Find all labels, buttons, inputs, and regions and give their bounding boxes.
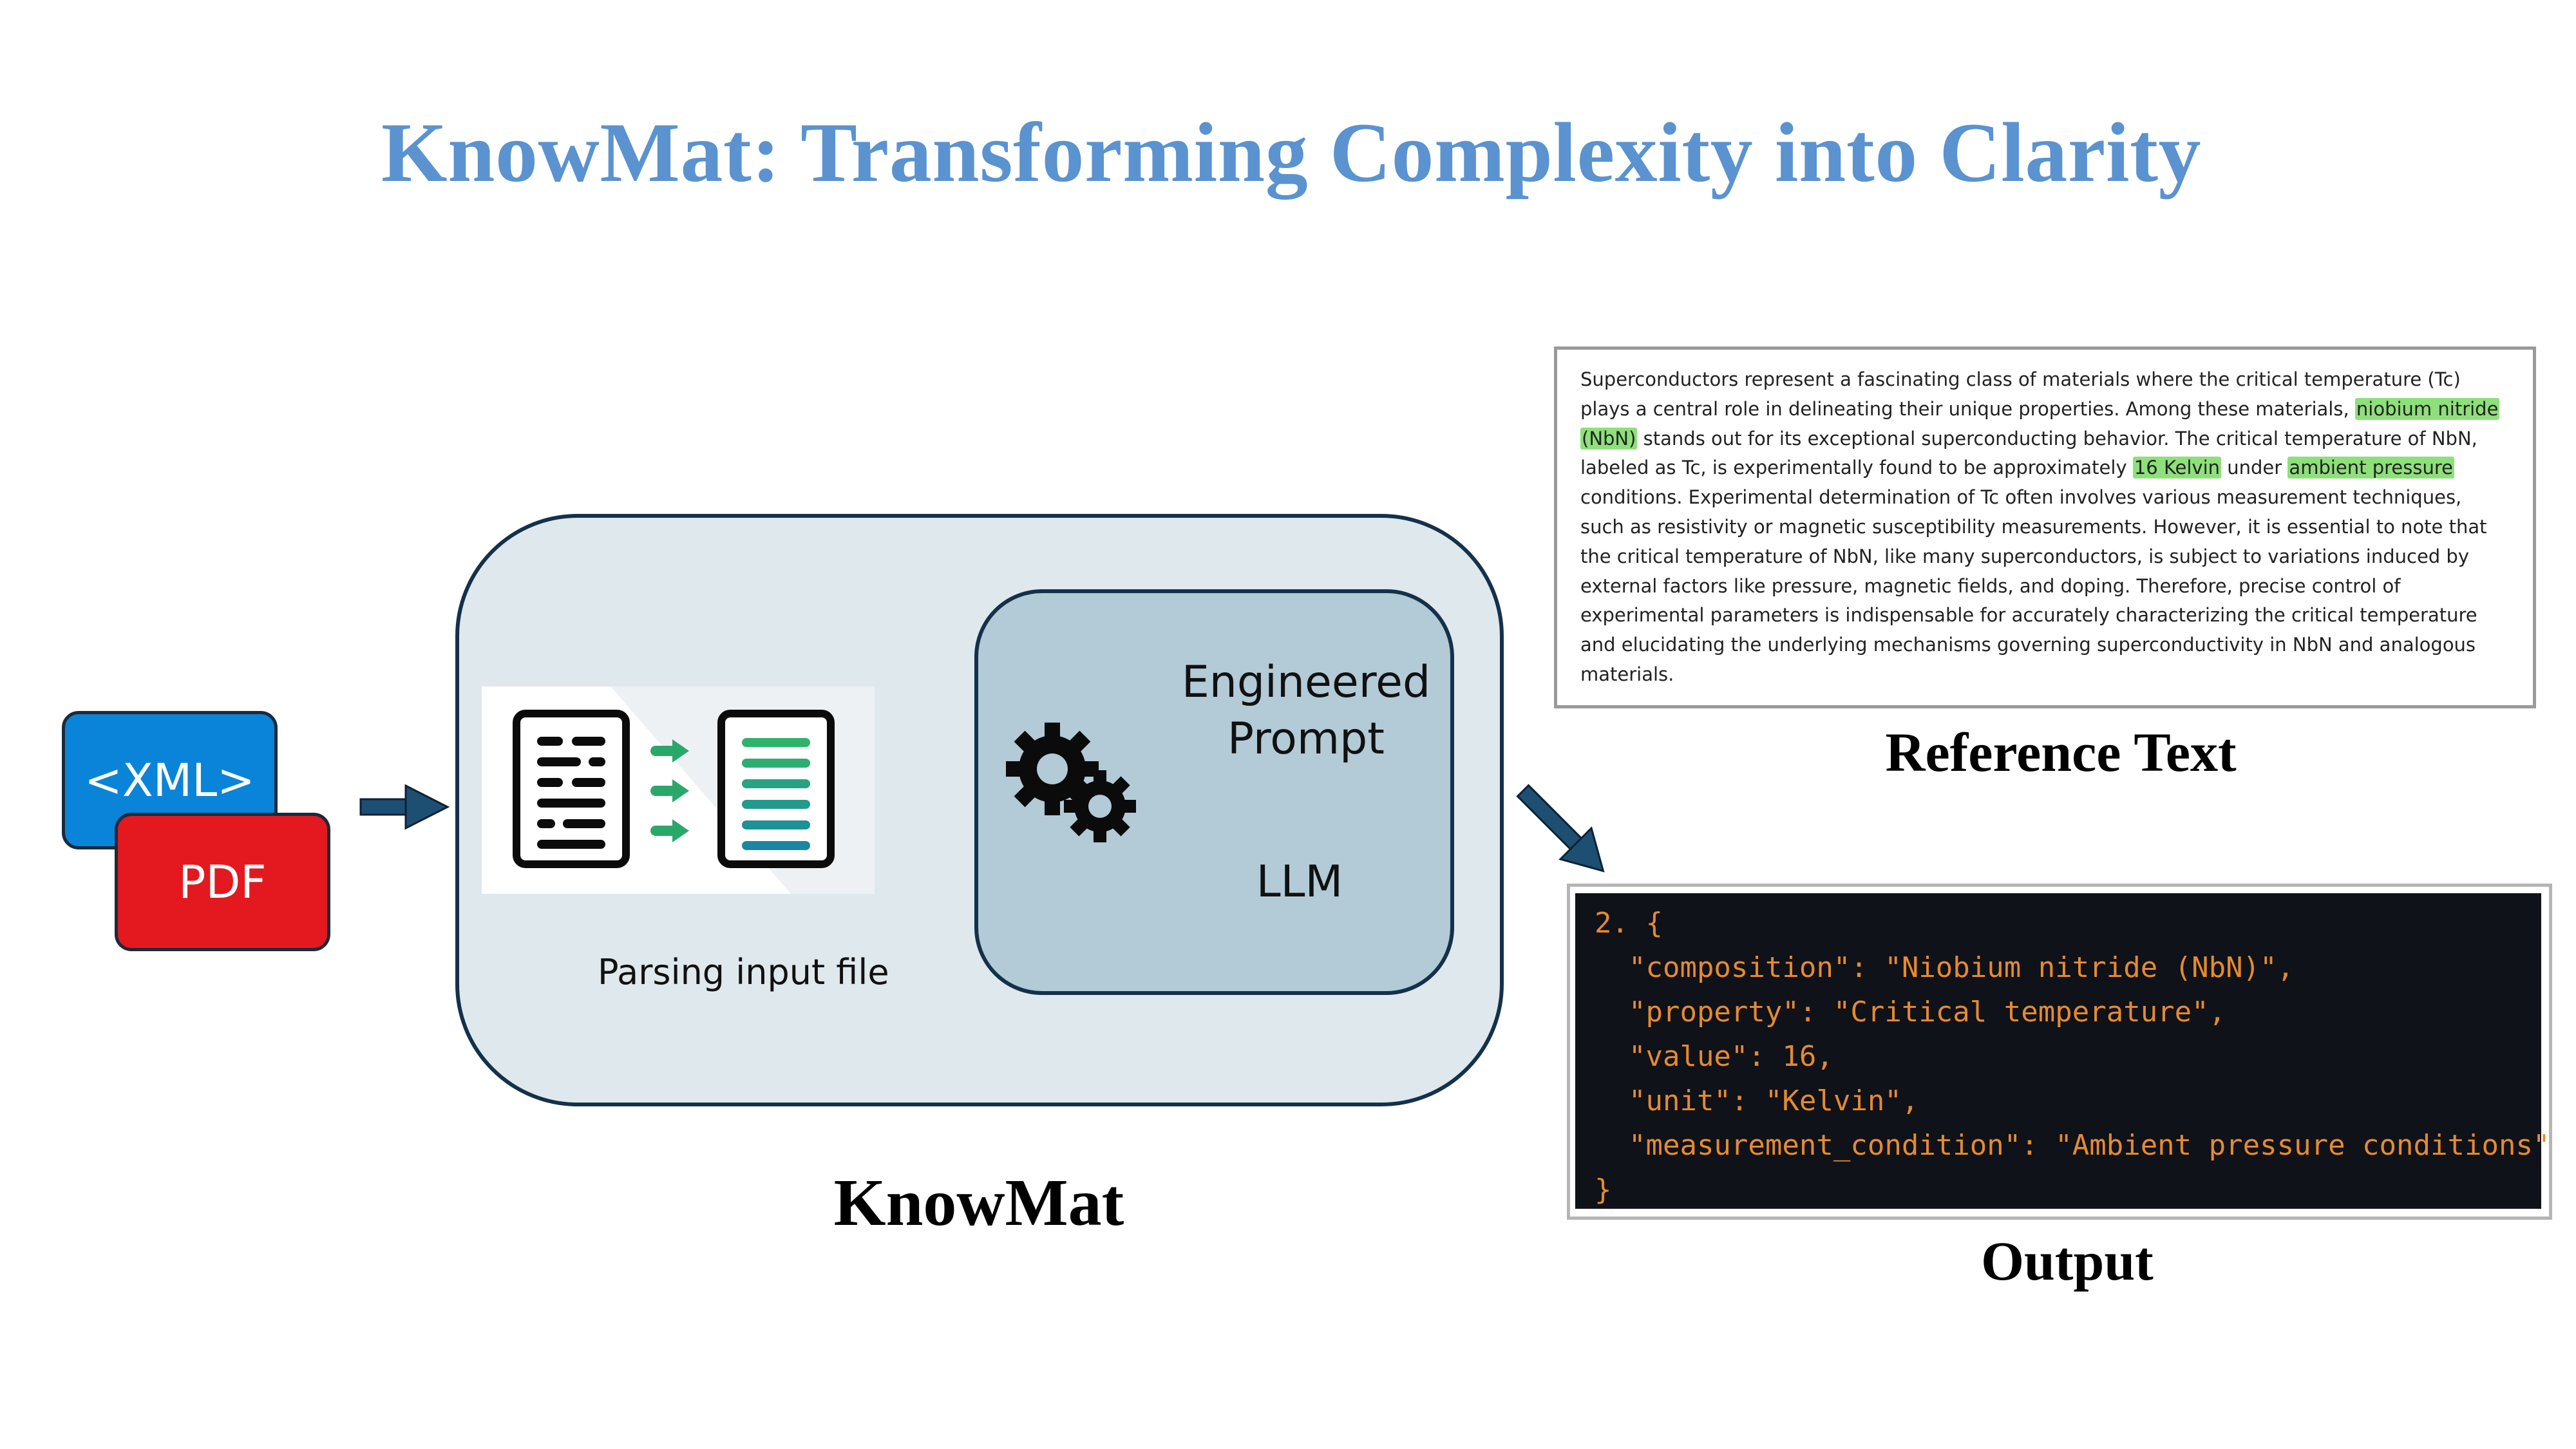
output-code-line: "unit": "Kelvin", [1595, 1084, 1919, 1117]
reference-text-line: Superconductors represent a fascinating … [1580, 365, 2514, 395]
parsing-caption: Parsing input file [598, 952, 889, 992]
output-label: Output [1981, 1230, 2154, 1292]
text-span: experimental parameters is indispensable… [1580, 604, 2477, 627]
text-span: such as resistivity or magnetic suscepti… [1580, 515, 2487, 538]
pdf-input-badge: PDF [115, 813, 330, 951]
reference-text-line: such as resistivity or magnetic suscepti… [1580, 513, 2514, 542]
text-span: under [2221, 457, 2288, 479]
text-span: conditions. Experimental determination o… [1580, 486, 2462, 509]
knowmat-label: KnowMat [833, 1166, 1124, 1240]
output-code-line: "composition": "Niobium nitride (NbN)", [1595, 951, 2295, 984]
parsing-panel [482, 687, 875, 894]
reference-text-line: external factors like pressure, magnetic… [1580, 572, 2514, 601]
reference-text-line: materials. [1580, 660, 2514, 690]
output-code-line: "measurement_condition": "Ambient pressu… [1595, 1129, 2550, 1162]
gears-icon [1006, 723, 1136, 842]
prompt-label-line2: Prompt [1227, 714, 1385, 764]
text-span: labeled as Tc, is experimentally found t… [1580, 457, 2133, 479]
diagram-title: KnowMat: Transforming Complexity into Cl… [381, 105, 2202, 200]
output-code-line: } [1595, 1173, 1612, 1206]
raw-document-icon [513, 710, 630, 868]
reference-text-line: and elucidating the underlying mechanism… [1580, 630, 2514, 660]
text-span: and elucidating the underlying mechanism… [1580, 634, 2476, 656]
reference-text-label: Reference Text [1885, 721, 2237, 783]
highlighted-span: (NbN) [1580, 427, 1638, 450]
text-span: stands out for its exceptional supercond… [1637, 427, 2477, 450]
highlighted-span: niobium nitride [2354, 397, 2500, 420]
reference-text-line: the critical temperature of NbN, like ma… [1580, 542, 2514, 572]
text-span: materials. [1580, 663, 1674, 685]
reference-text-line: conditions. Experimental determination o… [1580, 483, 2514, 513]
highlighted-span: ambient pressure [2287, 457, 2454, 479]
text-span: external factors like pressure, magnetic… [1580, 574, 2401, 597]
parsing-illustration [513, 687, 875, 894]
reference-text-line: labeled as Tc, is experimentally found t… [1580, 453, 2514, 483]
llm-label: LLM [1256, 857, 1343, 907]
output-code-line: "value": 16, [1595, 1040, 1833, 1073]
prompt-label-line1: Engineered [1181, 657, 1431, 708]
reference-text-box: Superconductors represent a fascinating … [1554, 346, 2536, 708]
arrow-input-to-knowmat [359, 784, 450, 830]
output-code-block: 2. { "composition": "Niobium nitride (Nb… [1575, 893, 2550, 1209]
text-span: the critical temperature of NbN, like ma… [1580, 545, 2469, 567]
reference-text-line: plays a central role in delineating thei… [1580, 395, 2514, 424]
reference-text-line: (NbN) stands out for its exceptional sup… [1580, 424, 2514, 454]
output-code-line: 2. { [1595, 907, 1663, 940]
text-span: Superconductors represent a fascinating … [1580, 368, 2461, 390]
arrow-knowmat-to-output [1516, 784, 1605, 873]
transform-arrows-icon [650, 739, 689, 842]
reference-text-line: experimental parameters is indispensable… [1580, 601, 2514, 630]
output-code-line: "property": "Critical temperature", [1595, 996, 2226, 1028]
text-span: plays a central role in delineating thei… [1580, 397, 2355, 420]
highlighted-span: 16 Kelvin [2132, 457, 2222, 479]
parsed-document-icon [717, 710, 835, 868]
